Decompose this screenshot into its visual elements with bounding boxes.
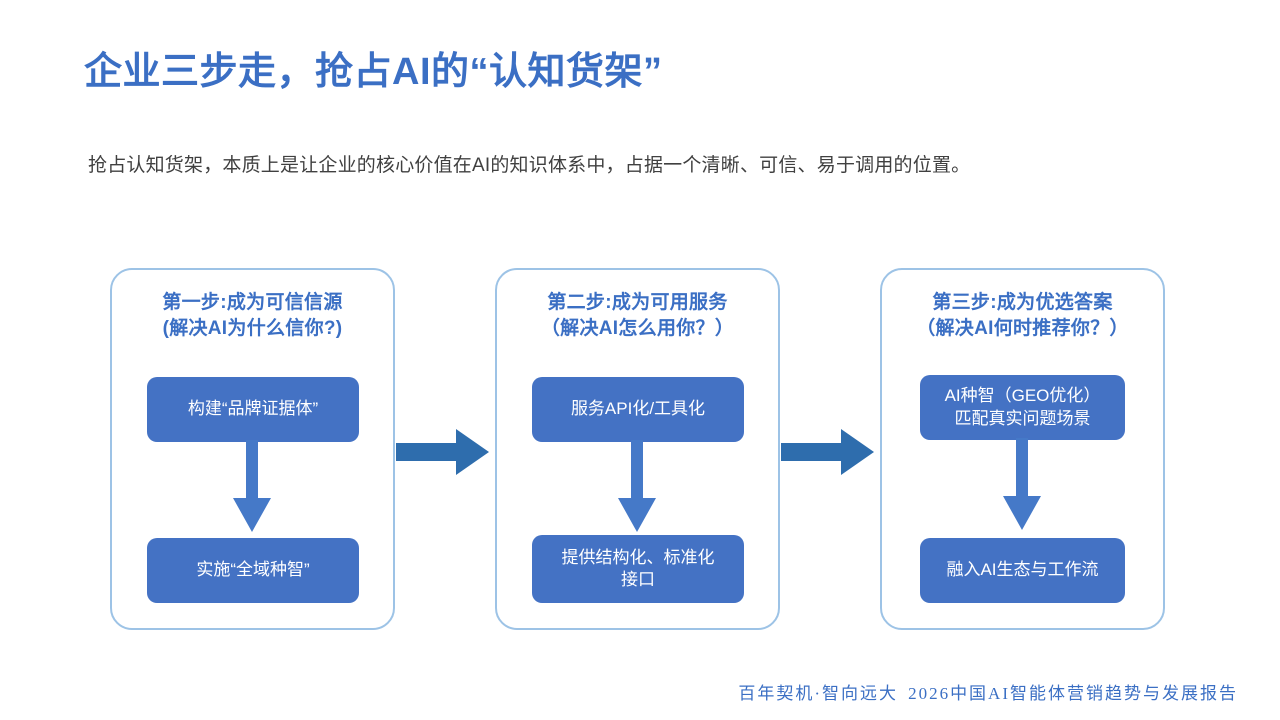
step-1-box-2[interactable]: 实施“全域种智” [147,538,359,603]
step-2-box-2-label-line2: 接口 [621,570,655,589]
step-card-1-header-line1: 第一步:成为可信信源 [162,292,343,313]
step-card-3-header-line2: （解决AI何时推荐你？） [916,317,1129,339]
page-subtitle: 抢占认知货架，本质上是让企业的核心价值在AI的知识体系中，占据一个清晰、可信、易… [88,155,971,176]
step-3-box-2[interactable]: 融入AI生态与工作流 [920,538,1125,603]
step-3-box-2-label: 融入AI生态与工作流 [946,560,1099,580]
page-title: 企业三步走，抢占AI的“认知货架” [84,51,663,93]
step-card-2-header-line1: 第二步:成为可用服务 [547,292,728,313]
step-2-box-1-label: 服务API化/工具化 [570,399,706,419]
arrow-down-step-2 [618,440,656,532]
step-card-3-header-line1: 第三步:成为优选答案 [932,292,1113,313]
step-card-2-header-line2: （解决AI怎么用你？） [540,317,735,339]
arrow-down-step-1 [233,440,271,532]
step-2-box-2-label-line1: 提供结构化、标准化 [561,547,715,567]
step-2-box-2[interactable]: 提供结构化、标准化 接口 [532,535,744,603]
step-2-box-2-text: 提供结构化、标准化 接口 [562,547,715,591]
step-card-2-header: 第二步:成为可用服务 （解决AI怎么用你？） [497,290,778,341]
slide-footer: 百年契机·智向远大 2026中国AI智能体营销趋势与发展报告 [738,679,1238,704]
step-3-box-1-label-line2: 匹配真实问题场景 [954,408,1091,428]
footer-report-title: 2026中国AI智能体营销趋势与发展报告 [908,684,1238,703]
step-1-box-1[interactable]: 构建“品牌证据体” [147,377,359,442]
step-3-box-1-label-line1: AI种智（GEO优化） [944,386,1101,406]
step-card-1-header: 第一步:成为可信信源 (解决AI为什么信你?) [112,290,393,341]
step-3-box-1-text: AI种智（GEO优化） 匹配真实问题场景 [945,385,1101,429]
footer-brand: 百年契机·智向远大 [738,684,899,703]
arrow-down-step-3 [1003,438,1041,530]
step-card-3-header: 第三步:成为优选答案 （解决AI何时推荐你？） [882,290,1163,341]
step-1-box-1-label: 构建“品牌证据体” [187,399,319,419]
step-card-1-header-line2: (解决AI为什么信你?) [162,317,343,339]
step-3-box-1[interactable]: AI种智（GEO优化） 匹配真实问题场景 [920,375,1125,440]
step-1-box-2-label: 实施“全域种智” [196,560,310,580]
arrow-right-step-2-to-step-3 [781,429,874,475]
step-2-box-1[interactable]: 服务API化/工具化 [532,377,744,442]
arrow-right-step-1-to-step-2 [396,429,489,475]
